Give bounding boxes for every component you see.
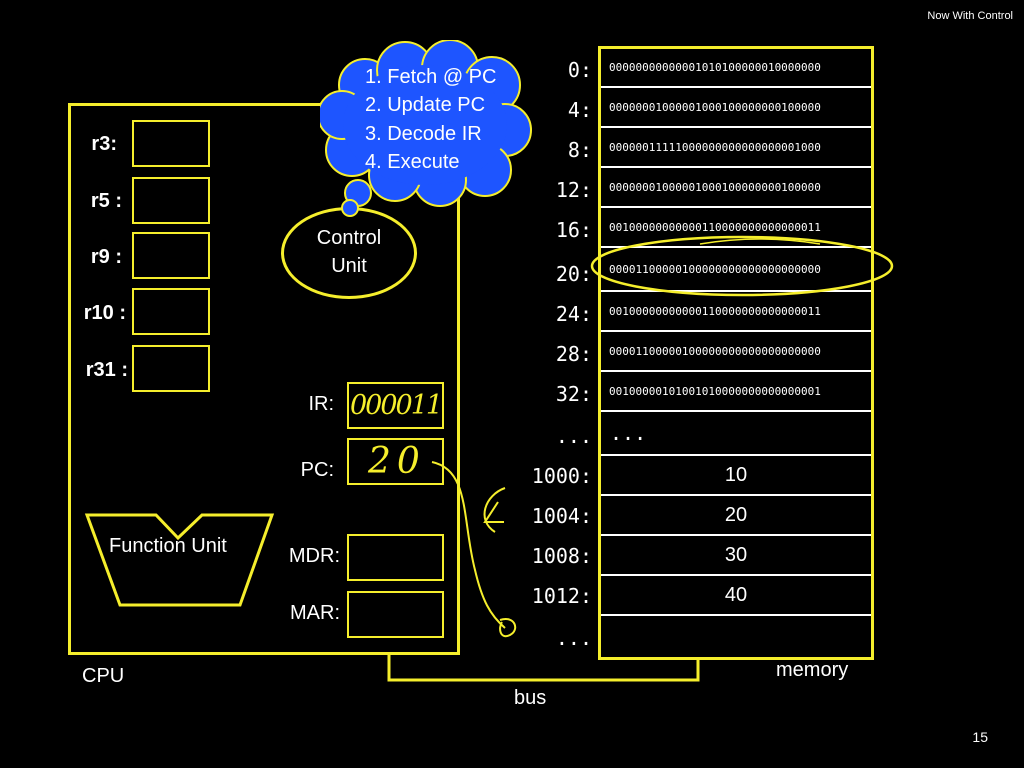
bus-line (387, 655, 700, 682)
cpu-label: CPU (82, 665, 125, 687)
mdr-label: MDR: (288, 545, 340, 567)
register-box-r3 (132, 120, 210, 167)
memory-address: 1004: (531, 504, 592, 528)
memory-address: 32: (555, 382, 592, 406)
memory-address: 4: (567, 98, 592, 122)
mdr-box (347, 534, 444, 581)
bus-label: bus (514, 687, 547, 709)
memory-address: 12: (555, 178, 592, 202)
pc-label: PC: (300, 459, 334, 481)
page-number: 15 (972, 729, 988, 745)
register-box-r10 (132, 288, 210, 335)
memory-cell: ... (600, 412, 872, 456)
memory-address: 1000: (531, 464, 592, 488)
memory-cell: 00000000000001010100000010000000 (600, 48, 872, 88)
memory-cell: 00001100000100000000000000000000 (600, 332, 872, 372)
ir-handwritten-value: 000011 (350, 390, 443, 421)
register-box-r31 (132, 345, 210, 392)
thought-step-3: 3. Decode IR (365, 123, 482, 145)
thought-step-1: 1. Fetch @ PC (365, 66, 497, 88)
memory-cell: 00000011111000000000000000001000 (600, 128, 872, 168)
register-label-r3: r3: (91, 133, 117, 155)
memory-address: 16: (555, 218, 592, 242)
memory-cell: 00001100000100000000000000000000 (600, 248, 872, 292)
register-box-r9 (132, 232, 210, 279)
ir-box (347, 382, 444, 429)
register-label-r5: r5 : (90, 190, 122, 212)
memory-address: ... (555, 626, 592, 650)
ir-label: IR: (308, 393, 334, 415)
function-unit-shape (84, 513, 275, 607)
control-unit-label-line2: Unit (331, 255, 367, 277)
thought-step-2: 2. Update PC (365, 94, 486, 116)
memory-address: 0: (567, 58, 592, 82)
memory-address: 20: (555, 262, 592, 286)
thought-step-4: 4. Execute (365, 151, 460, 173)
memory-address: 1008: (531, 544, 592, 568)
mar-box (347, 591, 444, 638)
thought-bubble (320, 40, 532, 217)
memory-box (598, 46, 874, 660)
memory-cell: 00000001000001000100000000100000 (600, 168, 872, 208)
memory-cell: 00100000000000110000000000000011 (600, 208, 872, 248)
register-box-r5 (132, 177, 210, 224)
cpu-box (68, 103, 460, 655)
register-label-r9: r9 : (90, 246, 122, 268)
slide-title: Now With Control (927, 10, 1013, 22)
mar-label: MAR: (290, 602, 340, 624)
pc-handwritten-value: 20 (368, 441, 426, 482)
control-unit-label-line1: Control (316, 227, 382, 249)
memory-cell: 00100000000000110000000000000011 (600, 292, 872, 332)
pc-box (347, 438, 444, 485)
memory-address: ... (555, 424, 592, 448)
register-label-r10: r10 : (83, 302, 126, 324)
function-unit-label: Function Unit (109, 535, 227, 557)
memory-cell: 20 (600, 496, 872, 536)
register-label-r31: r31 : (85, 359, 128, 381)
memory-cell: 30 (600, 536, 872, 576)
memory-cell: 40 (600, 576, 872, 616)
memory-address: 24: (555, 302, 592, 326)
memory-label: memory (776, 659, 849, 681)
memory-cell: 10 (600, 456, 872, 496)
memory-cell: 00100000101001010000000000000001 (600, 372, 872, 412)
memory-address: 28: (555, 342, 592, 366)
memory-address: 8: (567, 138, 592, 162)
memory-cell: 00000001000001000100000000100000 (600, 88, 872, 128)
memory-address: 1012: (531, 584, 592, 608)
